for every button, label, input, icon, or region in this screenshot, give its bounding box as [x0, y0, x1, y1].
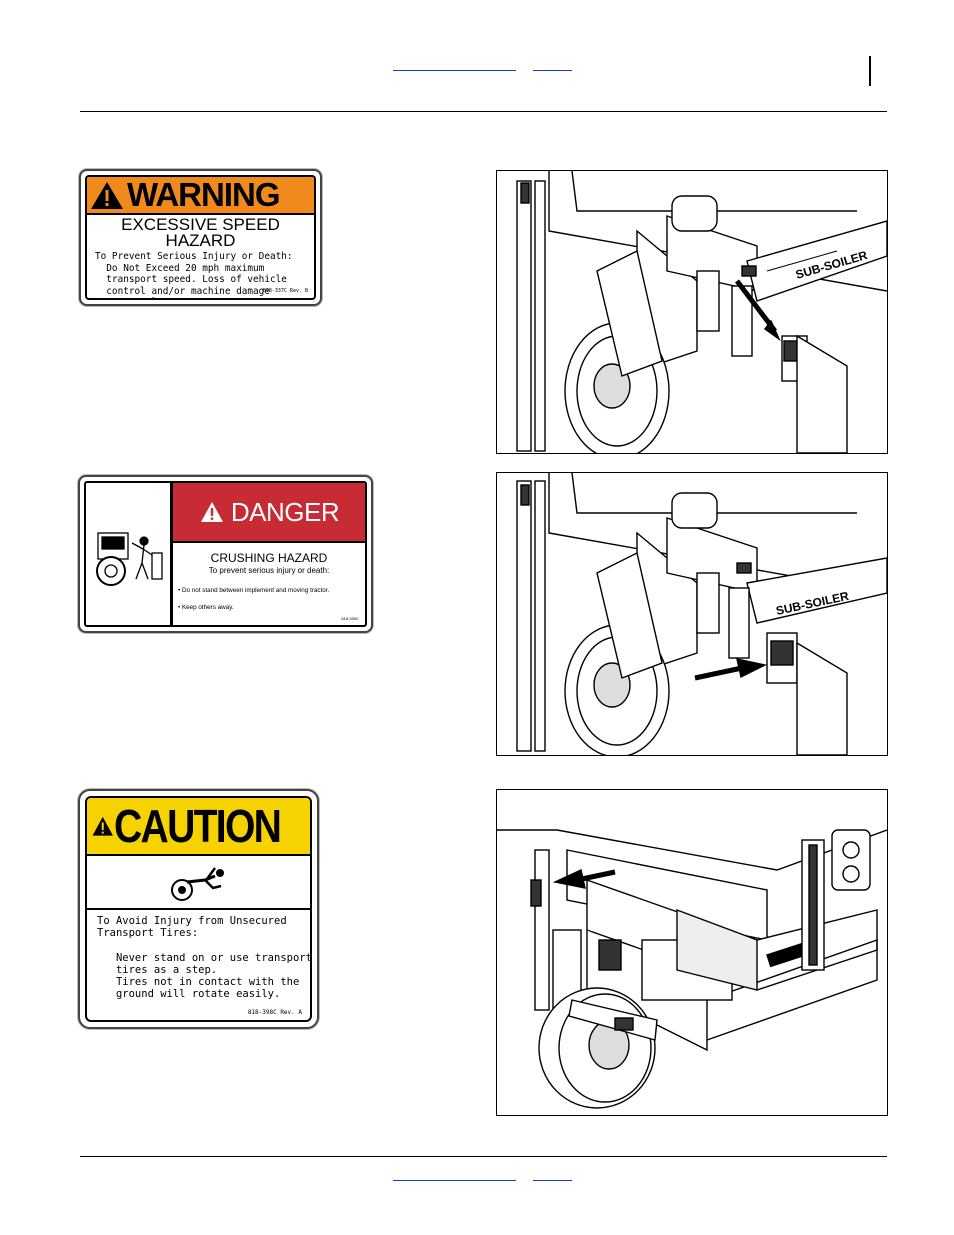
decal-location-photo-2: SUB-SOILER	[496, 472, 888, 756]
danger-signal-word: DANGER	[230, 496, 340, 527]
footer-link-secondary[interactable]	[533, 1168, 572, 1181]
warning-band: WARNING	[87, 177, 314, 215]
crushing-hazard-icon	[96, 532, 163, 586]
machine-illustration: SUB-SOILER	[516, 171, 887, 453]
caution-signal-word: CAUTION	[114, 800, 282, 852]
footer-link-primary[interactable]	[393, 1168, 516, 1181]
danger-bullet-2: • Keep others away.	[178, 604, 234, 611]
footer-rule	[80, 1156, 887, 1157]
header-link-primary[interactable]	[393, 58, 516, 71]
danger-triangle-icon	[200, 502, 223, 522]
danger-bullet-1: • Do not stand between implement and mov…	[178, 587, 330, 594]
machine-illustration: SUB-SOILER	[516, 473, 887, 755]
decal-location-photo-3	[496, 789, 888, 1116]
header-link-secondary[interactable]	[533, 58, 572, 71]
danger-band: DANGER	[173, 483, 365, 543]
warning-signal-word: WARNING	[127, 176, 280, 213]
warning-triangle-icon	[91, 182, 123, 209]
caution-triangle-icon	[92, 816, 113, 836]
warning-hazard-title: EXCESSIVE SPEED HAZARD	[121, 215, 280, 250]
caution-pictogram	[87, 856, 310, 910]
caution-body-text: To Avoid Injury from Unsecured Transport…	[97, 915, 312, 1001]
danger-hazard-title: CRUSHING HAZARD	[210, 551, 328, 565]
warning-body-text: To Prevent Serious Injury or Death: Do N…	[95, 251, 293, 298]
header-rule	[80, 111, 887, 112]
danger-decal: DANGER CRUSHING HAZARD To prevent seriou…	[78, 475, 373, 633]
caution-decal-code: 818-398C Rev. A	[247, 1009, 302, 1016]
danger-decal-code: 818-399C	[341, 616, 359, 621]
danger-pictogram-panel	[86, 483, 173, 625]
warning-decal: WARNING EXCESSIVE SPEED HAZARD To Preven…	[79, 169, 322, 306]
tire-rolling-icon	[171, 867, 224, 901]
warning-decal-code: 818-337C Rev. B	[262, 288, 308, 294]
header-page-marker	[869, 56, 871, 86]
caution-decal: CAUTION To Avoid Injury from Unsecured T…	[78, 789, 319, 1029]
machine-illustration	[497, 829, 887, 1109]
decal-location-photo-1: SUB-SOILER	[496, 170, 888, 454]
danger-subtitle: To prevent serious injury or death:	[208, 566, 330, 575]
caution-band: CAUTION	[87, 798, 310, 856]
